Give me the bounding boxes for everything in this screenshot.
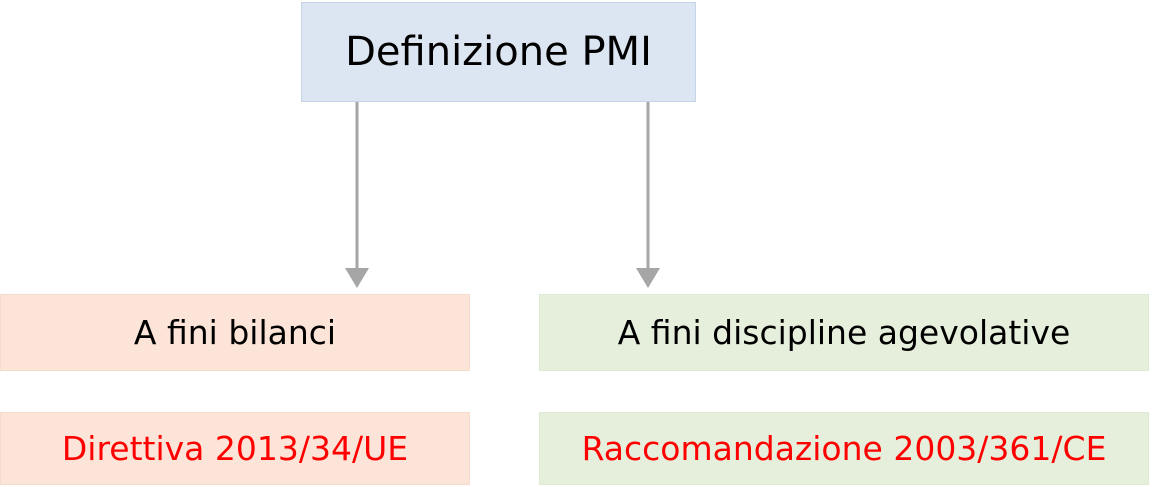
node-a-fini-discipline-agevolative-label: A fini discipline agevolative	[617, 312, 1071, 352]
node-a-fini-discipline-agevolative: A fini discipline agevolative	[539, 294, 1149, 371]
node-definizione-pmi: Definizione PMI	[301, 2, 696, 102]
node-raccomandazione-reference-label: Raccomandazione 2003/361/CE	[581, 428, 1107, 468]
arrow-to-right-branch	[636, 102, 660, 288]
node-raccomandazione-reference: Raccomandazione 2003/361/CE	[539, 412, 1149, 485]
node-direttiva-reference-label: Direttiva 2013/34/UE	[61, 428, 409, 468]
arrow-to-left-branch	[345, 102, 369, 288]
node-a-fini-bilanci: A fini bilanci	[0, 294, 470, 371]
node-definizione-pmi-label: Definizione PMI	[345, 29, 652, 75]
node-direttiva-reference: Direttiva 2013/34/UE	[0, 412, 470, 485]
node-a-fini-bilanci-label: A fini bilanci	[133, 312, 337, 352]
